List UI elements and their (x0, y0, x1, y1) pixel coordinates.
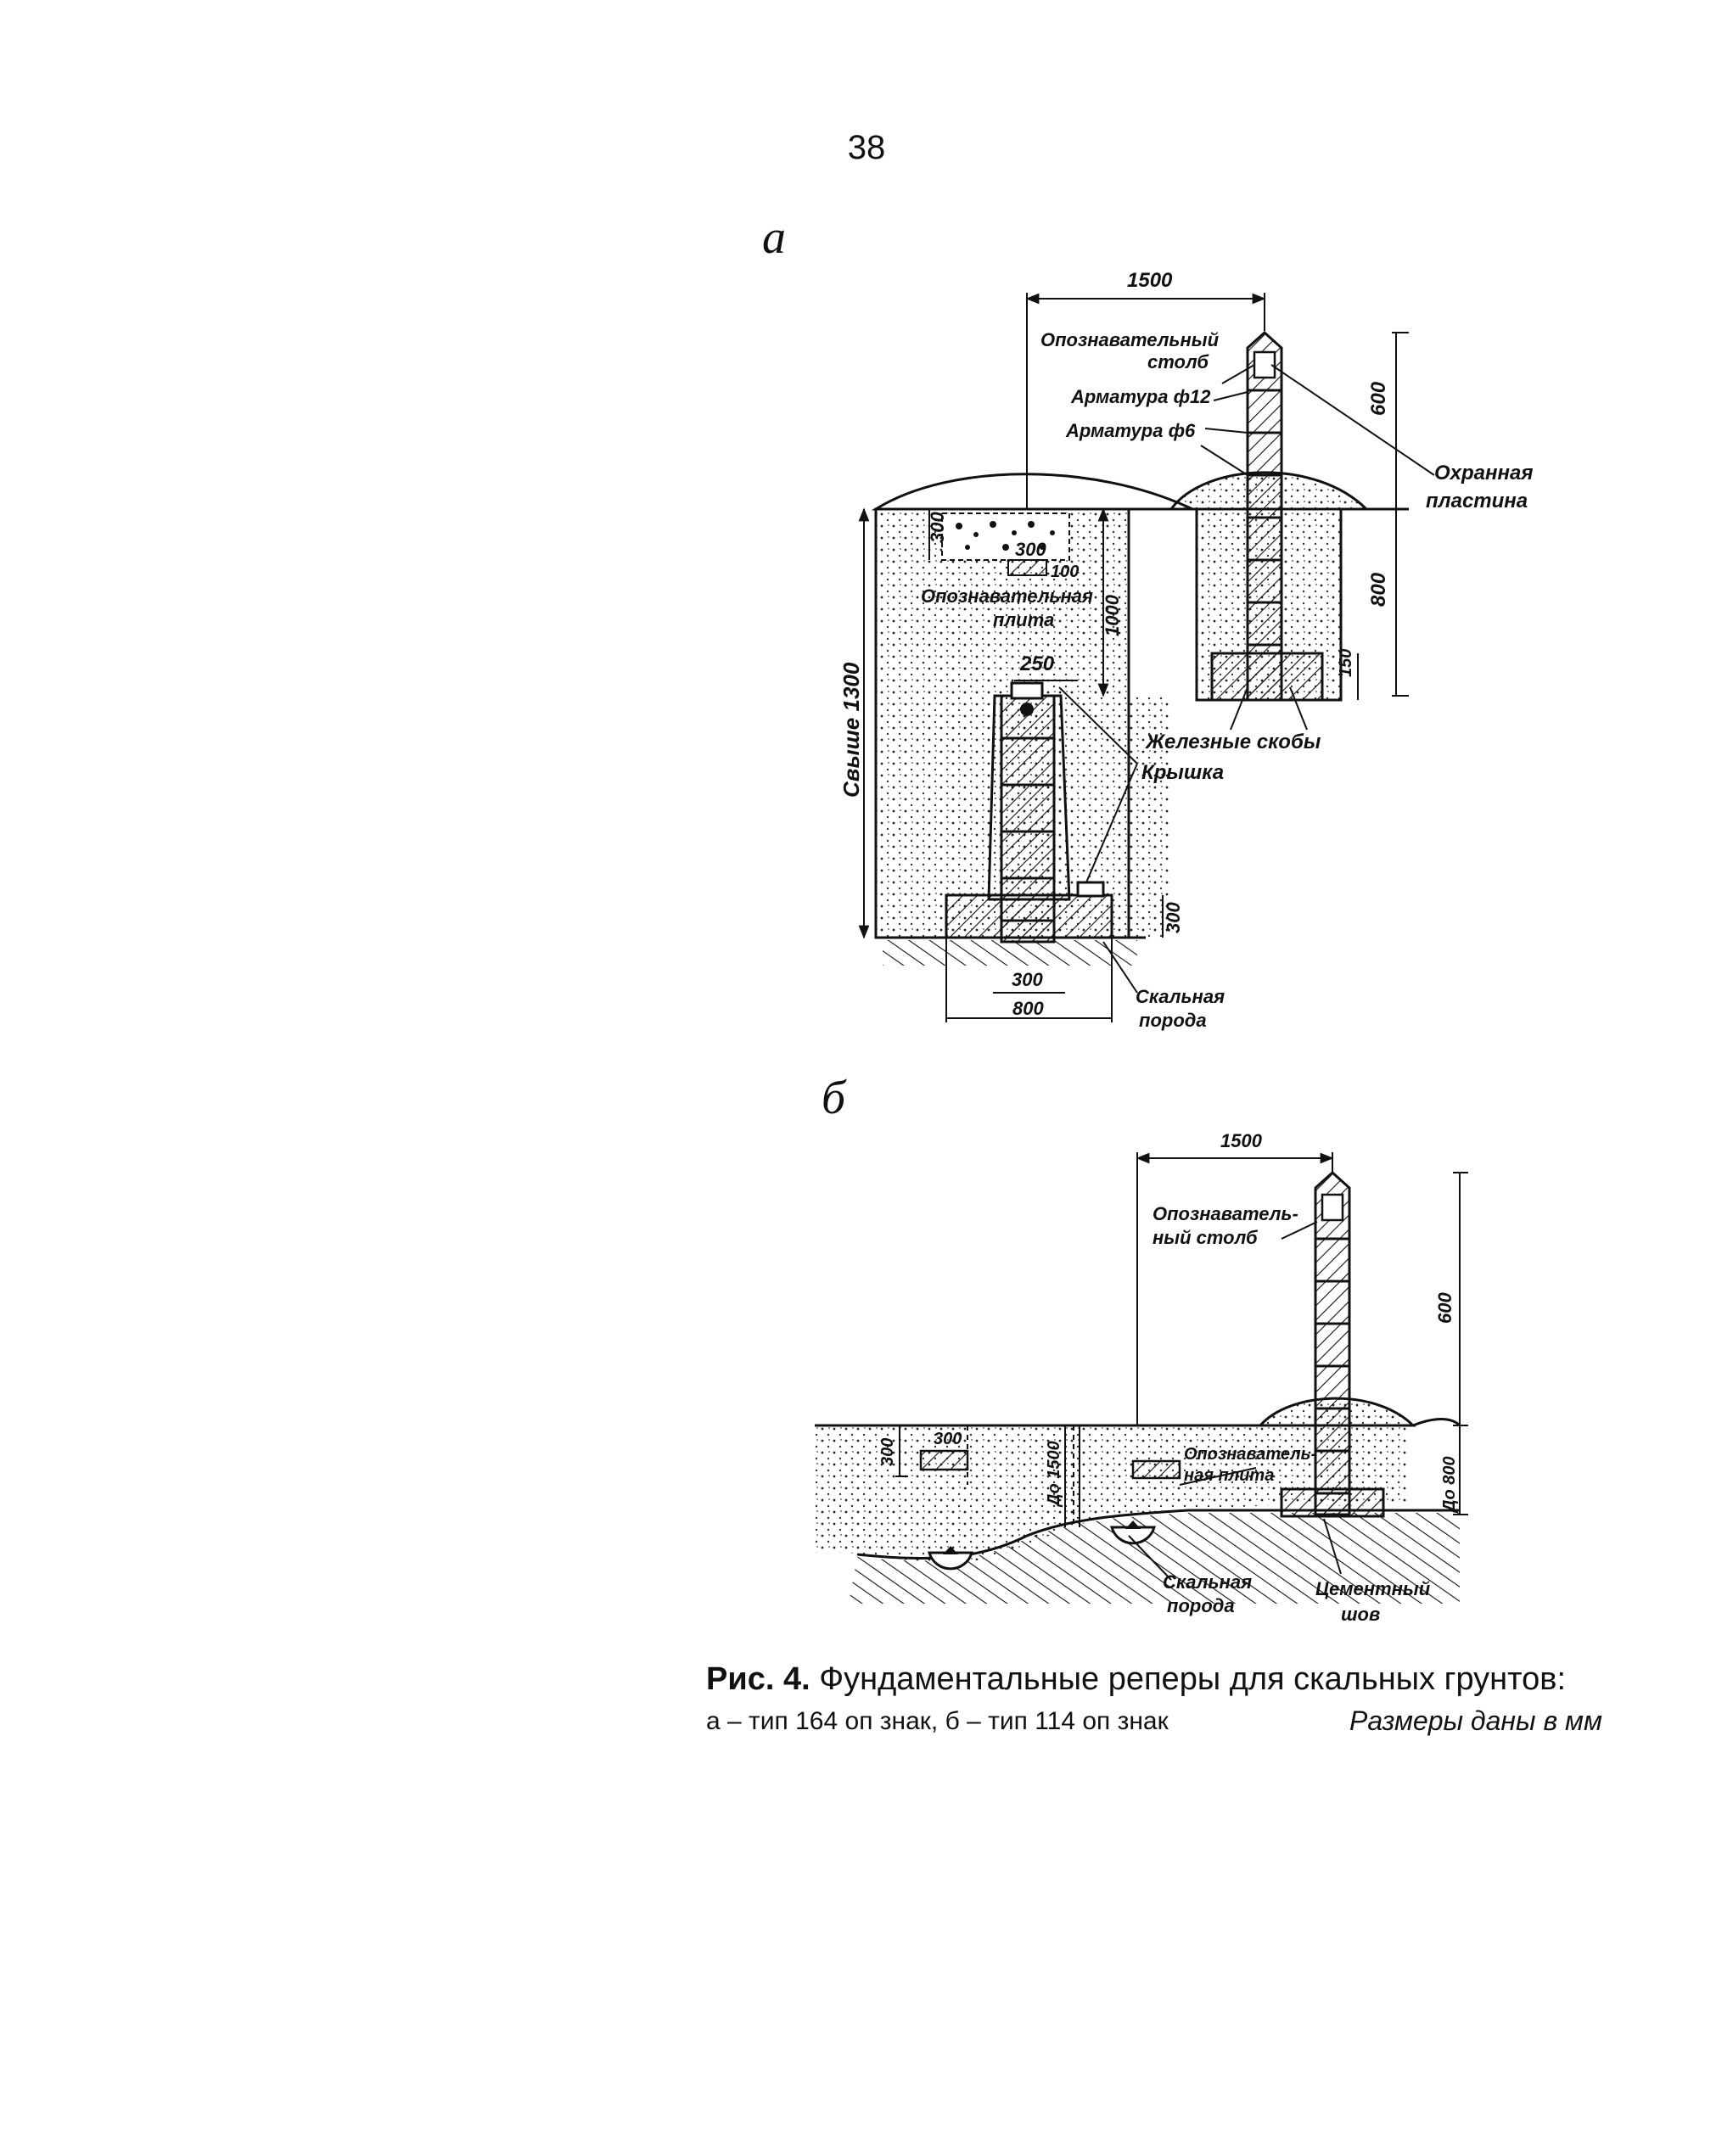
label-a-post-2: столб (1147, 351, 1209, 372)
post-b (1314, 1170, 1351, 1516)
label-a-lid: Крышка (1141, 761, 1224, 784)
label-a-plate-1: Опознавательная (921, 585, 1093, 607)
label-b-plate-1: Опознаватель- (1184, 1445, 1317, 1464)
dim-a-1500: 1500 (1127, 269, 1173, 292)
label-b-post-1: Опознаватель- (1153, 1203, 1298, 1224)
page-number: 38 (847, 129, 886, 166)
plate-b (1131, 1459, 1181, 1480)
figure-a-drawing: 1500 600 800 150 300 300 100 1000 250 30… (838, 269, 1534, 1031)
label-a-rebar12: Арматура ф12 (1070, 386, 1211, 407)
dim-b-1500: 1500 (1220, 1130, 1263, 1151)
plate-small-b (919, 1449, 969, 1471)
lid-top-a (1010, 681, 1044, 700)
dim-a-600: 600 (1367, 381, 1390, 416)
dim-a-800: 800 (1367, 572, 1390, 607)
rock-b (849, 1513, 1460, 1604)
label-a-guard-1: Охранная (1434, 462, 1534, 484)
label-b-rock-1: Скальная (1163, 1571, 1252, 1593)
dim-a-over1300: Свыше 1300 (838, 662, 864, 798)
drawing-canvas: 1500 600 800 150 300 300 100 1000 250 30… (815, 269, 1534, 1625)
caption-subtitle: а – тип 164 оп знак, б – тип 114 оп знак (706, 1707, 1169, 1735)
label-b-cement-2: шов (1341, 1604, 1380, 1625)
label-a-post-1: Опознавательный (1040, 329, 1220, 350)
dim-b-300w: 300 (934, 1430, 962, 1448)
label-a-iron-brackets: Железные скобы (1144, 731, 1321, 753)
label-a-rock-2: порода (1139, 1010, 1207, 1031)
figure-a-letter: а (762, 211, 786, 264)
label-b-cement-1: Цементный (1315, 1578, 1431, 1599)
label-a-rebar6: Арматура ф6 (1065, 420, 1196, 441)
label-a-guard-2: пластина (1426, 490, 1528, 512)
caption-title: Фундаментальные реперы для скальных грун… (819, 1661, 1567, 1697)
caption-prefix: Рис. 4. (706, 1661, 810, 1697)
dim-a-1000: 1000 (1102, 594, 1123, 636)
dim-a-300-base: 300 (1163, 902, 1184, 933)
plate-small-a (1007, 559, 1047, 576)
caption-units: Размеры даны в мм (1349, 1705, 1602, 1736)
guard-plate-b (1321, 1193, 1344, 1222)
label-a-plate-2: плита (993, 609, 1054, 630)
dim-a-300-top: 300 (927, 512, 948, 543)
mound-left (871, 473, 1193, 511)
base-slab-a (945, 893, 1113, 939)
label-b-plate-2: ная плита (1184, 1466, 1274, 1485)
dim-a-250: 250 (1019, 652, 1055, 675)
dim-a-100: 100 (1051, 563, 1079, 581)
label-b-rock-2: порода (1167, 1595, 1235, 1616)
rock-a (883, 940, 1137, 966)
label-b-post-2: ный столб (1153, 1227, 1259, 1248)
dim-a-150: 150 (1337, 649, 1355, 677)
dim-b-300h: 300 (878, 1438, 897, 1466)
figure-b-drawing: 1500 600 300 300 До 1500 До 800 Опознава… (815, 1130, 1468, 1625)
dim-b-600: 600 (1434, 1292, 1455, 1324)
dim-b-upto800: До 800 (1440, 1456, 1459, 1514)
dim-a-300-width: 300 (1012, 969, 1043, 990)
label-a-rock-1: Скальная (1136, 986, 1225, 1007)
dim-a-300: 300 (1015, 539, 1046, 560)
dim-b-upto1500: До 1500 (1045, 1441, 1063, 1508)
dim-a-800-width: 800 (1012, 998, 1044, 1019)
figure-caption: Рис. 4. Фундаментальные реперы для скаль… (706, 1661, 1566, 1698)
figure-b-letter: б (822, 1072, 846, 1124)
